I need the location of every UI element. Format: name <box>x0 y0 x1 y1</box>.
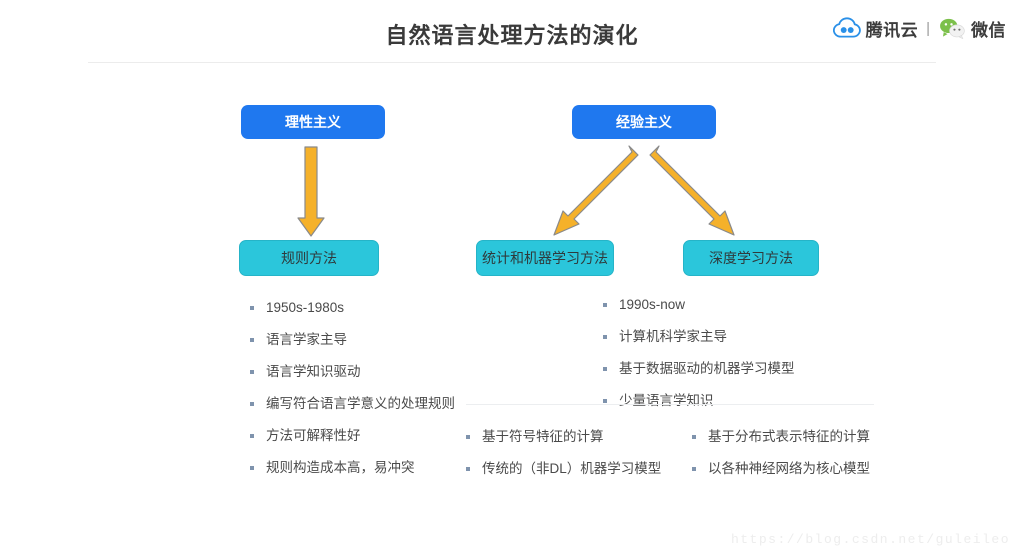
list-item: 语言学知识驱动 <box>250 362 455 381</box>
tencent-cloud-icon <box>832 17 861 39</box>
box-deep-learning[interactable]: 深度学习方法 <box>683 240 819 276</box>
header-divider <box>88 62 936 63</box>
list-item: 计算机科学家主导 <box>603 327 795 346</box>
brand-lockup: 腾讯云 | 微信 <box>832 13 1006 43</box>
list-item-label: 语言学家主导 <box>266 332 347 347</box>
list-item: 1950s-1980s <box>250 298 455 317</box>
list-item-label: 规则构造成本高，易冲突 <box>266 460 415 475</box>
page-title: 自然语言处理方法的演化 <box>385 23 639 48</box>
arrow-empiricism-to-statistical <box>553 145 639 236</box>
list-item-label: 编写符合语言学意义的处理规则 <box>266 396 455 411</box>
list-item: 以各种神经网络为核心模型 <box>692 459 870 478</box>
list-item: 规则构造成本高，易冲突 <box>250 458 455 477</box>
list-item: 基于数据驱动的机器学习模型 <box>603 359 795 378</box>
list-item: 编写符合语言学意义的处理规则 <box>250 394 455 413</box>
arrow-empiricism-to-deeplearning <box>649 145 735 236</box>
bullet-icon <box>603 335 607 339</box>
wechat-label: 微信 <box>971 20 1006 40</box>
arrow-rationalism-to-rule <box>297 146 325 237</box>
bullet-icon <box>603 399 607 403</box>
brand-separator: | <box>926 19 930 37</box>
list-item: 语言学家主导 <box>250 330 455 349</box>
tencent-cloud-label: 腾讯云 <box>865 20 919 40</box>
list-rule-method-features: 1950s-1980s 语言学家主导 语言学知识驱动 编写符合语言学意义的处理规… <box>250 298 455 490</box>
bullet-icon <box>692 467 696 471</box>
bullet-icon <box>250 434 254 438</box>
box-empiricism[interactable]: 经验主义 <box>572 105 716 139</box>
list-item-label: 少量语言学知识 <box>619 393 714 408</box>
list-item-label: 传统的（非DL）机器学习模型 <box>482 461 662 476</box>
list-deeplearning-details: 基于分布式表示特征的计算 以各种神经网络为核心模型 <box>692 427 870 491</box>
list-item-label: 语言学知识驱动 <box>266 364 361 379</box>
list-item-label: 以各种神经网络为核心模型 <box>708 461 870 476</box>
bullet-icon <box>466 467 470 471</box>
list-item: 方法可解释性好 <box>250 426 455 445</box>
wechat-icon <box>938 17 966 40</box>
list-item-label: 方法可解释性好 <box>266 428 361 443</box>
box-rule-method[interactable]: 规则方法 <box>239 240 379 276</box>
section-divider <box>466 404 874 405</box>
bullet-icon <box>250 370 254 374</box>
watermark: https://blog.csdn.net/guleileo <box>730 532 1010 547</box>
bullet-icon <box>250 466 254 470</box>
bullet-icon <box>250 338 254 342</box>
box-statistical-ml[interactable]: 统计和机器学习方法 <box>476 240 614 276</box>
list-item: 基于符号特征的计算 <box>466 427 661 446</box>
bullet-icon <box>250 402 254 406</box>
list-statistical-details: 基于符号特征的计算 传统的（非DL）机器学习模型 <box>466 427 661 491</box>
bullet-icon <box>692 435 696 439</box>
box-rationalism[interactable]: 理性主义 <box>241 105 385 139</box>
list-item-label: 基于数据驱动的机器学习模型 <box>619 361 795 376</box>
list-item-label: 基于分布式表示特征的计算 <box>708 429 870 444</box>
list-item: 1990s-now <box>603 295 795 314</box>
bullet-icon <box>603 367 607 371</box>
list-item: 少量语言学知识 <box>603 391 795 410</box>
list-item-label: 计算机科学家主导 <box>619 329 727 344</box>
list-item-label: 基于符号特征的计算 <box>482 429 604 444</box>
list-item-label: 1950s-1980s <box>266 300 345 315</box>
bullet-icon <box>603 303 607 307</box>
list-item: 传统的（非DL）机器学习模型 <box>466 459 661 478</box>
slide-header: 自然语言处理方法的演化 腾讯云 | <box>0 0 1024 63</box>
bullet-icon <box>250 306 254 310</box>
list-item: 基于分布式表示特征的计算 <box>692 427 870 446</box>
list-item-label: 1990s-now <box>619 297 686 312</box>
bullet-icon <box>466 435 470 439</box>
